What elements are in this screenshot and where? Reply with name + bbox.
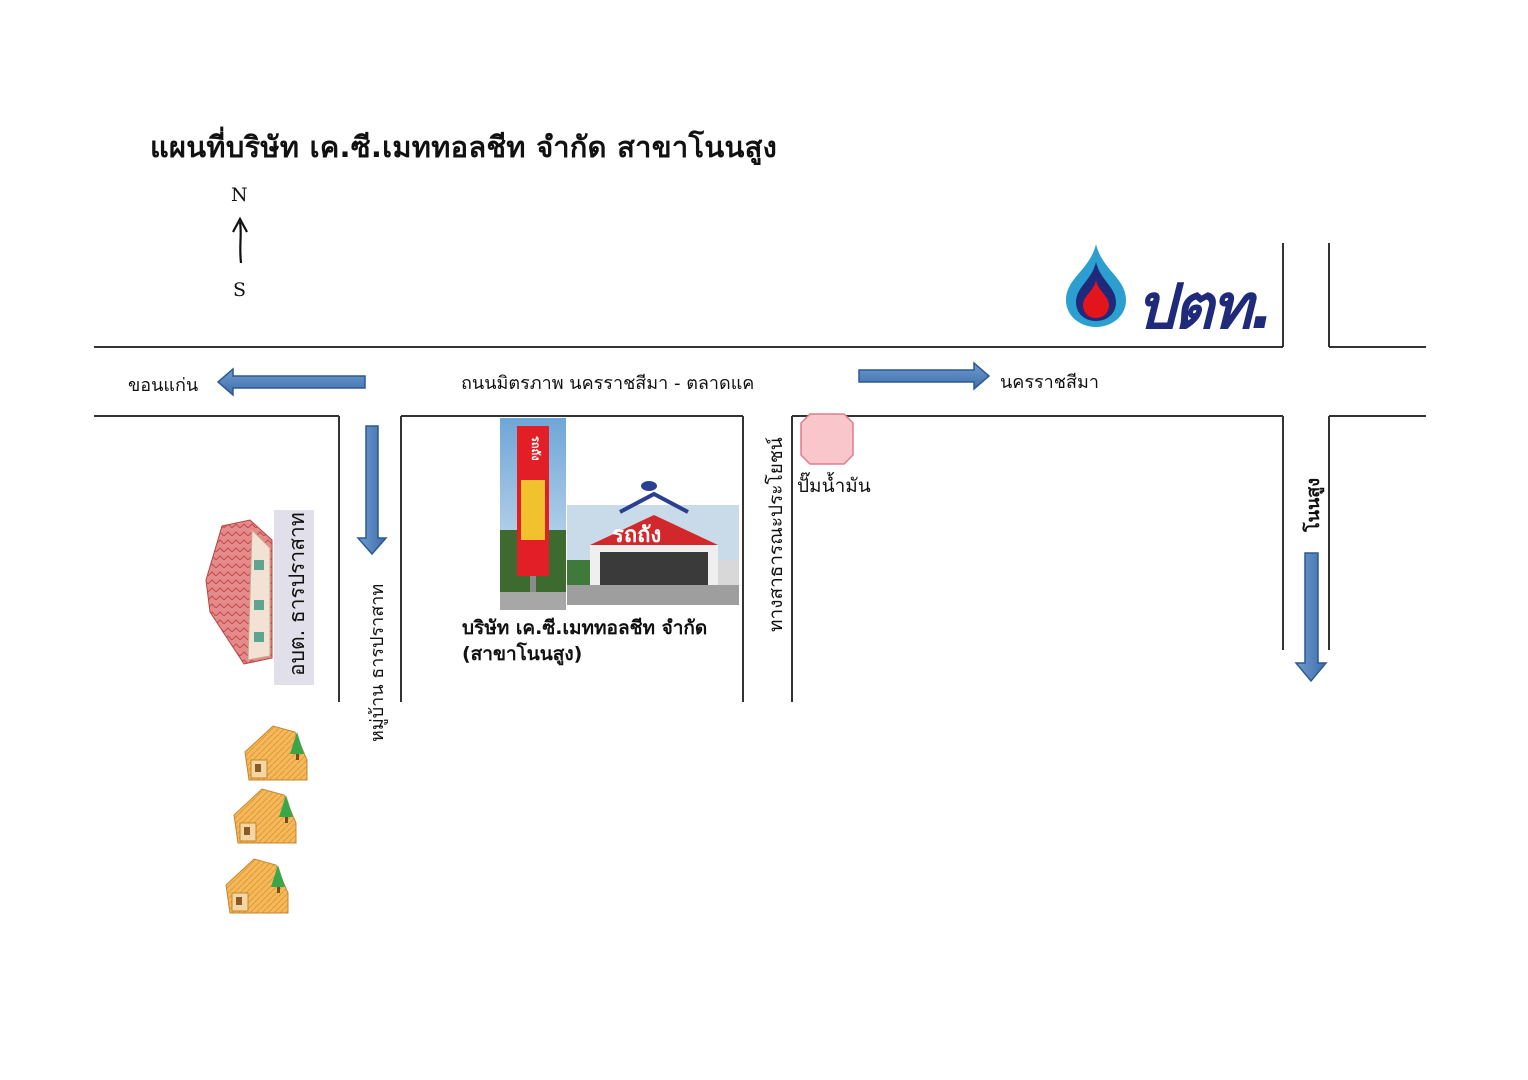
north-arrow-icon	[232, 216, 248, 264]
house-icon	[225, 858, 289, 914]
compass-south-label: S	[233, 279, 247, 301]
arrow-village-road	[356, 425, 388, 556]
store-building-photo	[567, 481, 739, 605]
ptt-logo-text: ปตท.	[1136, 270, 1274, 343]
page-title: แผนที่บริษัท เค.ซี.เมททอลชีท จำกัด สาขาโ…	[150, 130, 778, 164]
label-public-road: ทางสาธารณะประโยชน์	[765, 437, 787, 632]
arrow-non-sung-road	[1294, 552, 1328, 683]
gas-station-icon	[800, 413, 854, 465]
compass-north-label: N	[231, 184, 248, 206]
sub-district-office-panel	[274, 510, 314, 685]
store-sign-text: รถถัง	[612, 523, 662, 548]
label-nakhonratchasima: นครราชสีมา	[1000, 372, 1099, 393]
label-sub-district-office: อบต. ธารปราสาท	[285, 512, 309, 676]
billboard-sign-text: รถถัง	[529, 436, 542, 461]
arrow-to-khonkaen	[216, 367, 366, 397]
road-lines	[94, 243, 1426, 702]
label-village-road: หมู่บ้าน ธารปราสาท	[367, 583, 388, 742]
arrow-to-nakhonratchasima	[858, 361, 991, 391]
company-branch: (สาขาโนนสูง)	[462, 643, 583, 665]
label-gas-station: ปั๊มน้ำมัน	[797, 475, 871, 497]
building-icon	[205, 519, 273, 665]
label-khonkaen: ขอนแก่น	[128, 375, 199, 396]
house-icon	[233, 788, 297, 844]
company-label: บริษัท เค.ซี.เมททอลชีท จำกัด (สาขาโนนสูง…	[462, 615, 707, 667]
company-name: บริษัท เค.ซี.เมททอลชีท จำกัด	[462, 617, 708, 639]
label-main-road: ถนนมิตรภาพ นครราชสีมา - ตลาดแค	[461, 373, 755, 394]
ptt-flame-icon	[1066, 244, 1126, 327]
label-non-sung: โนนสูง	[1303, 477, 1324, 532]
store-billboard-photo	[500, 418, 566, 610]
house-icon	[244, 725, 308, 781]
